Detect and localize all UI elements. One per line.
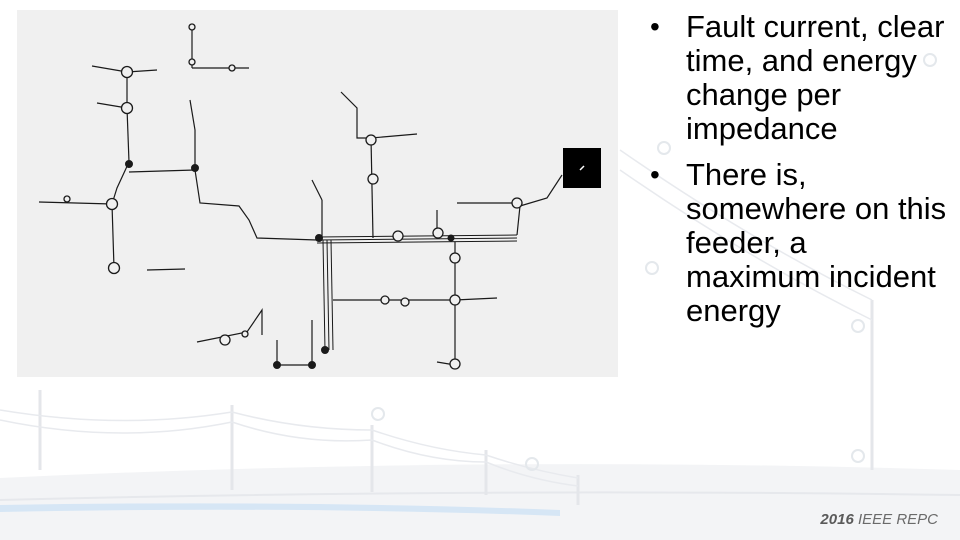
bullet-icon: •: [650, 159, 660, 190]
bullet-item: • There is, somewhere on this feeder, a …: [648, 158, 948, 328]
footer-org: IEEE REPC: [857, 511, 938, 528]
bullet-text: Fault current, clear time, and energy ch…: [686, 9, 945, 146]
bullet-item: • Fault current, clear time, and energy …: [648, 10, 948, 146]
feeder-diagram: [17, 10, 618, 377]
source-marker: [563, 148, 601, 188]
bullet-icon: •: [650, 11, 660, 42]
switch-symbols: [125, 160, 455, 369]
feeder-one-line: [38, 23, 601, 370]
transformer-symbols: [63, 23, 523, 370]
bullet-text: There is, somewhere on this feeder, a ma…: [686, 157, 947, 328]
footer-brand: 2016 IEEE REPC: [820, 511, 938, 528]
bullet-list: • Fault current, clear time, and energy …: [648, 10, 948, 340]
footer-year: 2016: [820, 511, 854, 528]
feeder-lines: [38, 24, 563, 366]
